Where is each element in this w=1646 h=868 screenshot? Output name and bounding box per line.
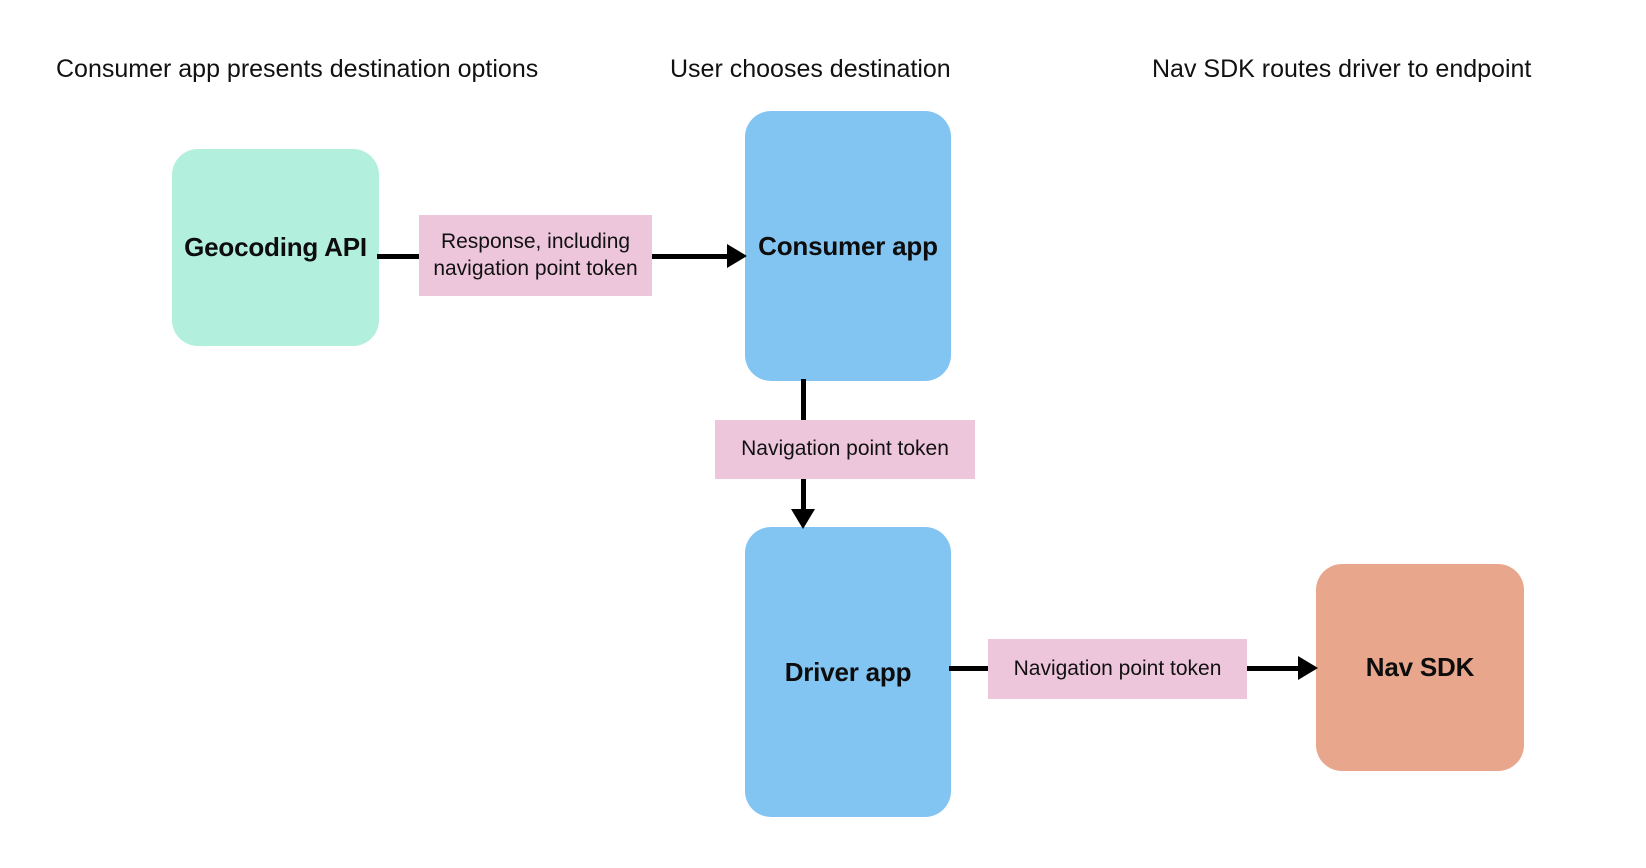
edge-label-text-response: Response, including navigation point tok… (433, 229, 638, 280)
arrowhead-down-icon-driver-app (791, 509, 815, 529)
node-driver-app: Driver app (745, 527, 951, 817)
connector-geocoding-to-label (377, 254, 421, 259)
connector-label-to-consumer-app (651, 254, 730, 259)
node-consumer-app: Consumer app (745, 111, 951, 381)
column-header-user-chooses: User chooses destination (670, 55, 951, 83)
edge-label-text-navigation-point-token-2: Navigation point token (1013, 656, 1222, 680)
edge-label-response-including-navigation-point-token: Response, including navigation point tok… (419, 215, 652, 296)
connector-label-to-nav-sdk (1246, 666, 1301, 671)
node-geocoding-api: Geocoding API (172, 149, 379, 346)
edge-label-navigation-point-token-driver-to-navsdk: Navigation point token (988, 639, 1247, 699)
arrowhead-right-icon-nav-sdk (1298, 656, 1318, 680)
node-label-consumer-app: Consumer app (758, 230, 938, 261)
edge-label-navigation-point-token-consumer-to-driver: Navigation point token (715, 420, 975, 479)
connector-driver-app-to-label (949, 666, 990, 671)
node-nav-sdk: Nav SDK (1316, 564, 1524, 771)
column-header-nav-sdk: Nav SDK routes driver to endpoint (1152, 55, 1532, 83)
connector-label-to-driver-app (801, 477, 806, 513)
node-label-geocoding-api: Geocoding API (184, 232, 367, 263)
connector-consumer-app-to-label (801, 379, 806, 422)
node-label-nav-sdk: Nav SDK (1365, 652, 1475, 683)
edge-label-text-navigation-point-token-1: Navigation point token (741, 437, 949, 461)
node-label-driver-app: Driver app (784, 656, 912, 687)
arrowhead-right-icon-consumer-app (727, 244, 747, 268)
column-header-consumer-app: Consumer app presents destination option… (56, 55, 539, 83)
